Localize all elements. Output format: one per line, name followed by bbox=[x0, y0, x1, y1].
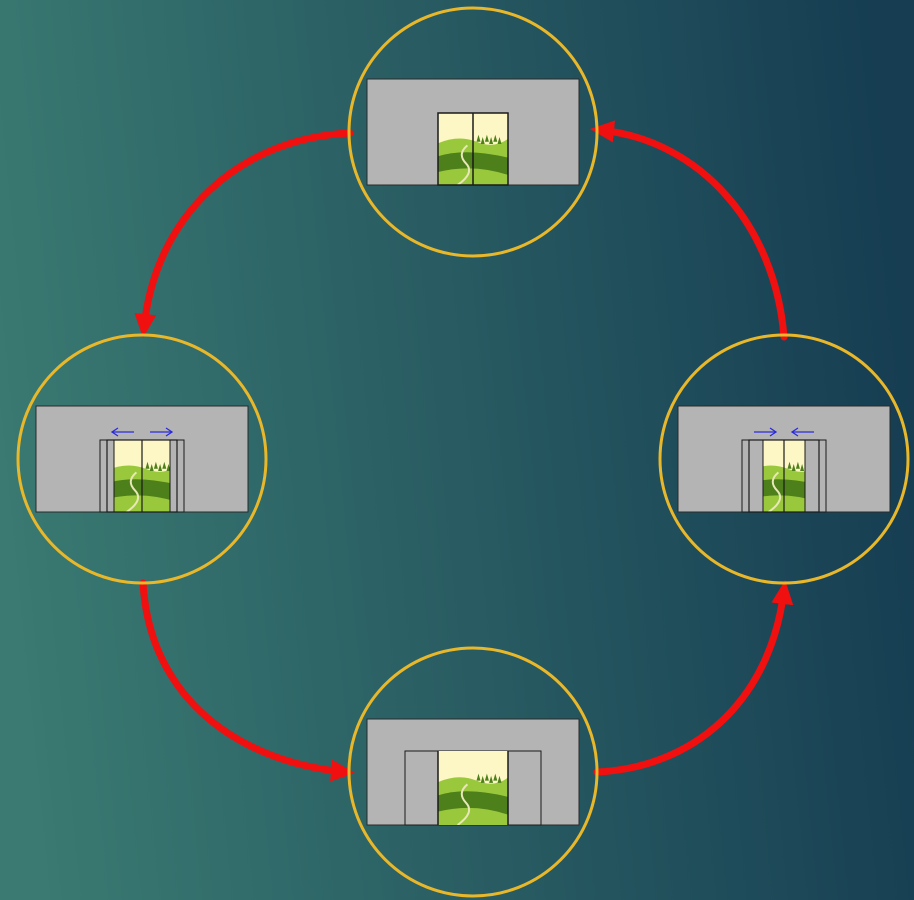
tree-icon bbox=[497, 136, 502, 144]
winding-path bbox=[457, 783, 471, 825]
cycle-arrows bbox=[134, 120, 794, 782]
tree-icon bbox=[145, 461, 150, 469]
door-frame bbox=[748, 439, 820, 513]
right-door-leaf bbox=[804, 439, 820, 513]
stage-ring bbox=[347, 646, 599, 898]
tree-icon bbox=[791, 463, 796, 471]
stage-closed bbox=[347, 6, 599, 258]
landscape-scene bbox=[107, 440, 177, 512]
stage-opening bbox=[16, 333, 268, 585]
arrow-open-to-closing bbox=[593, 580, 794, 776]
stage-ring bbox=[16, 333, 268, 585]
tree-icon bbox=[480, 136, 485, 144]
tree-icon bbox=[489, 136, 494, 144]
arrow-closed-to-opening bbox=[134, 129, 354, 338]
stage-open bbox=[347, 646, 599, 898]
foreground-hill bbox=[438, 807, 508, 825]
tree-icon bbox=[795, 461, 800, 469]
tree-icon bbox=[484, 134, 489, 142]
tree-icon bbox=[493, 773, 498, 781]
stage-ring bbox=[658, 333, 910, 585]
tree-icon bbox=[158, 463, 163, 471]
winding-path bbox=[768, 471, 782, 512]
tree-icon bbox=[497, 775, 502, 783]
winding-path bbox=[457, 144, 471, 185]
left-arrow-icon-head bbox=[110, 427, 119, 437]
tree-icon bbox=[800, 463, 805, 471]
tree-icon bbox=[162, 461, 167, 469]
left-arrow-icon-head bbox=[790, 427, 799, 437]
landscape-scene bbox=[438, 751, 508, 825]
tree-icon bbox=[493, 134, 498, 142]
right-arrow-icon-head bbox=[165, 427, 174, 437]
stages bbox=[16, 6, 910, 898]
right-arrow-icon-head bbox=[769, 427, 778, 437]
tree-icon bbox=[476, 773, 481, 781]
tree-icon bbox=[149, 463, 154, 471]
tree-icon bbox=[787, 461, 792, 469]
tree-icon bbox=[489, 775, 494, 783]
stage-ring bbox=[347, 6, 599, 258]
winding-path bbox=[126, 471, 140, 512]
tree-icon bbox=[476, 134, 481, 142]
right-door-leaf bbox=[169, 439, 178, 513]
stage-closing bbox=[658, 333, 910, 585]
door-frame bbox=[106, 439, 178, 513]
left-door-leaf bbox=[106, 439, 115, 513]
arrow-opening-to-open bbox=[139, 579, 355, 782]
left-door-leaf bbox=[748, 439, 764, 513]
tree-icon bbox=[480, 775, 485, 783]
arrow-closing-to-closed bbox=[590, 120, 788, 341]
tree-icon bbox=[484, 773, 489, 781]
tree-icon bbox=[153, 461, 158, 469]
